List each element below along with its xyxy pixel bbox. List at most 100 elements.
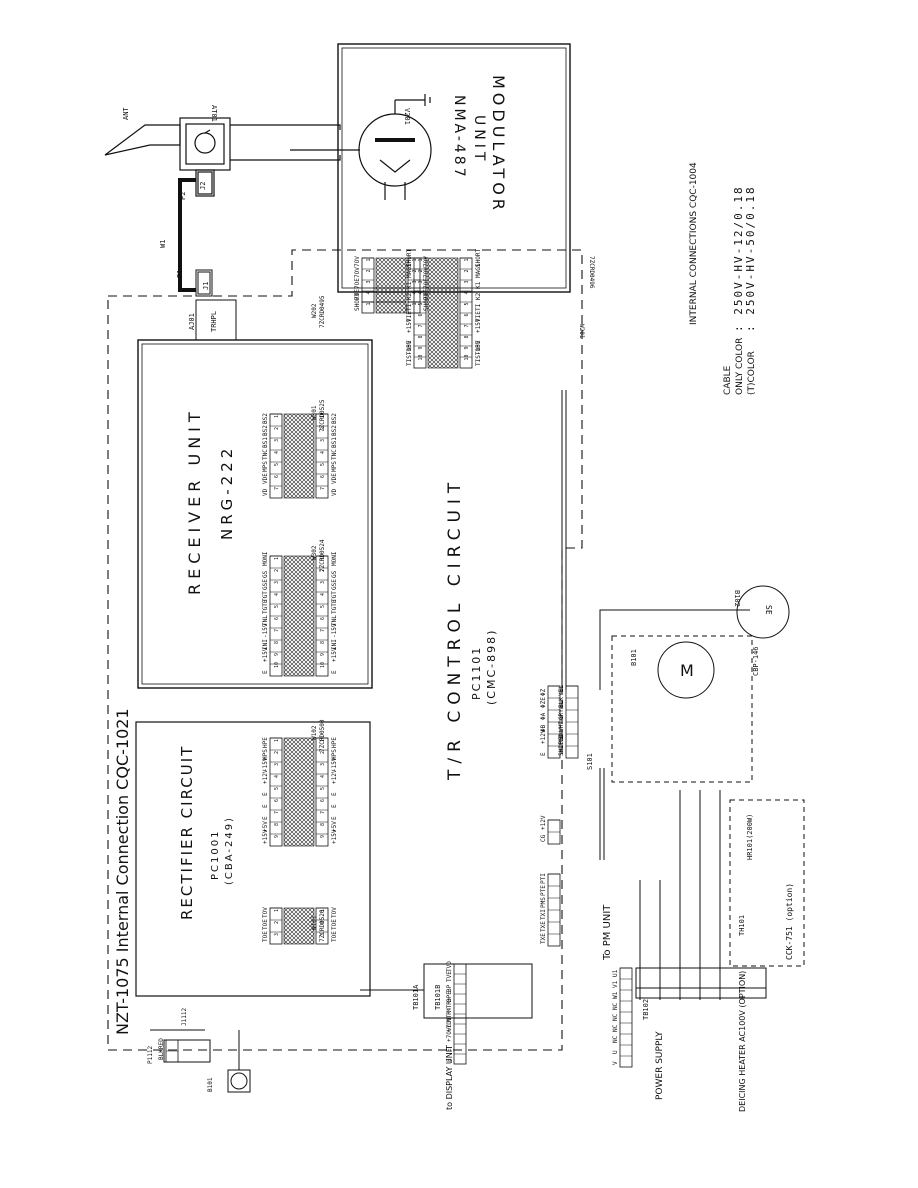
tb101-pin-label: MTR+ [446, 997, 453, 1012]
fan-wire-pin-label: RED [158, 1038, 165, 1049]
pm-pin-label: PTI [540, 873, 547, 884]
rect-a-harness [283, 907, 315, 945]
rect-b-pin-label-b: +12V [331, 769, 338, 784]
t-color-value: : 250V-HV-50/0.18 [744, 185, 757, 332]
rx-mid-pin-num-b: 8 [320, 641, 326, 644]
mod-top-pin-label-b: 7OV [423, 256, 430, 267]
rect-a-pin-num-b: 2 [320, 921, 326, 924]
rect-b-pin-label-a: +5V [262, 821, 269, 832]
motor-wire-pin-label: SHIELD [558, 734, 565, 756]
tb101-pin-label: +7OVC [446, 1024, 453, 1042]
hr101-label: HR101(200W) [746, 814, 754, 860]
rx-mid-pin-label-b: TNL [331, 615, 338, 626]
mod-sig-pin-num-b: 8 [464, 335, 470, 338]
rect-b-pin-num-b: 1 [320, 739, 326, 742]
rx-mid-pin-num-a: 9 [274, 653, 280, 656]
mod-top-pin-num-a: 4 [366, 291, 372, 294]
rect-b-pin-label-b: +15V [331, 829, 338, 844]
aj01-label: AJ01 [188, 313, 196, 330]
rx-top-pin-label-b: BS2 [331, 425, 338, 436]
tb102-in-pin-label: NC [612, 1013, 619, 1021]
rect-b-pin-label-b: +5V [331, 821, 338, 832]
control-title: T/R CONTROL CIRCUIT [445, 477, 465, 781]
rect-a-pin-label-b: TOV [331, 907, 338, 918]
tb102-in-pin-label: V [612, 1061, 619, 1065]
rx-mid-pin-num-b: 3 [320, 581, 326, 584]
rx-top-pin-num-b: 2 [320, 427, 326, 430]
mod-top-pin-num-b: 2 [412, 269, 418, 272]
cbp-label: CBP-146 [752, 646, 760, 676]
rx-mid-pin-label-b: GSE [331, 579, 338, 590]
rx-top-pin-num-a: 4 [274, 451, 280, 454]
control-code: (CMC-898) [485, 629, 498, 705]
rx-top-pin-label-b: MPS [331, 461, 338, 472]
j1-connector [195, 269, 237, 341]
s101-label: S101 [586, 753, 594, 770]
tb102-in-pin-label: W1 [612, 991, 619, 999]
mod-sig-pin-num-a: 4 [418, 291, 424, 294]
j1112-label: J1112 [181, 1008, 188, 1026]
rect-b-pin-label-a: +15V [262, 829, 269, 844]
rect-b-pin-label-a: E [262, 816, 269, 820]
rect-a-plug-a [269, 907, 283, 945]
rx-mid-pin-label-b: TGT [331, 591, 338, 602]
mod-top-pin-num-a: 1 [366, 258, 372, 261]
mod-sig-pin-label-b: TIE [475, 311, 482, 322]
mod-sig-pin-num-a: 7 [418, 324, 424, 327]
control-wiring [150, 390, 805, 1093]
rx-top-pin-label-b: VD [331, 488, 338, 496]
w101-label: W101 [311, 915, 318, 930]
deicing-label: DEICING HEATER AC100V (OPTION) [738, 971, 747, 1112]
rect-b-pin-label-b: E [331, 792, 338, 796]
mod-sig-harness [427, 257, 459, 369]
only-color-value: : 250V-HV-12/0.18 [732, 185, 745, 332]
rectifier-title: RECTIFIER CIRCUIT [178, 745, 196, 920]
rect-a-pin-num-b: 1 [320, 909, 326, 912]
rx-top-pin-label-a: VDE [262, 473, 269, 484]
internal-connections-title: INTERNAL CONNECTIONS CQC-1004 [689, 162, 699, 325]
rx-top-pin-label-a: TNC [262, 449, 269, 460]
rect-b-pin-label-b: E [331, 804, 338, 808]
mod-short-pin-label-b: SHORT [423, 293, 430, 311]
rx-mid-pin-label-a: TGTE [262, 599, 269, 614]
mod-sig-pin-num-b: 7 [464, 324, 470, 327]
rect-b-pin-num-a: 4 [274, 775, 280, 778]
trhpl-label: TRHPL [210, 311, 218, 332]
mod-sig-pin-num-b: 1 [464, 258, 470, 261]
rx-top-pin-num-b: 4 [320, 451, 326, 454]
ant-label: ANT [122, 107, 130, 120]
w301-label: W301 [311, 405, 318, 420]
rect-b-pin-label-a: HPS [262, 749, 269, 760]
tb102-in-pin-label: NC [612, 1035, 619, 1043]
rx-mid-pin-label-a: GS [262, 570, 269, 578]
rx-top-pin-num-a: 6 [274, 475, 280, 478]
rx-mid-pin-num-a: 5 [274, 605, 280, 608]
rx-mid-pin-label-b: TGTE [331, 599, 338, 614]
rect-b-pin-num-b: 8 [320, 823, 326, 826]
rx-mid-pin-label-a: GSE [262, 579, 269, 590]
mod-sig-pin-label-b: TI [475, 303, 482, 311]
w102-label: W102 [311, 725, 318, 740]
rect-b-pin-label-b: HPE [331, 737, 338, 748]
rx-top-pin-label-b: TNC [331, 449, 338, 460]
fan-wire-pin-label: BLK [158, 1049, 165, 1060]
mod-top-pin-label-b: 7OE [423, 289, 430, 300]
rect-b-pin-num-b: 5 [320, 787, 326, 790]
b101-motor-label: B101 [630, 649, 638, 666]
mod-top-pin-num-b: 3 [412, 280, 418, 283]
rect-b-pin-label-a: E [262, 792, 269, 796]
rect-a-pin-num-b: 3 [320, 933, 326, 936]
mod-top-pin-label-a: 7OE [354, 289, 361, 300]
rect-b-pin-num-a: 8 [274, 823, 280, 826]
rect-a-pin-label-a: TOE [262, 931, 269, 942]
mod-sig-pin-label-b: MAGI [475, 263, 482, 278]
mod-sig-pin-num-a: 1 [418, 258, 424, 261]
w101-code: 7ZCRD0526 [319, 909, 326, 942]
mod-top-pin-num-a: 3 [366, 280, 372, 283]
mod-sig-pin-num-a: 10 [418, 354, 424, 360]
receiver-unit: RECEIVER UNIT NRG-222 [137, 339, 373, 689]
tb101-pin-label: TVD [446, 961, 453, 972]
only-color-label: ONLY COLOR [735, 338, 745, 395]
